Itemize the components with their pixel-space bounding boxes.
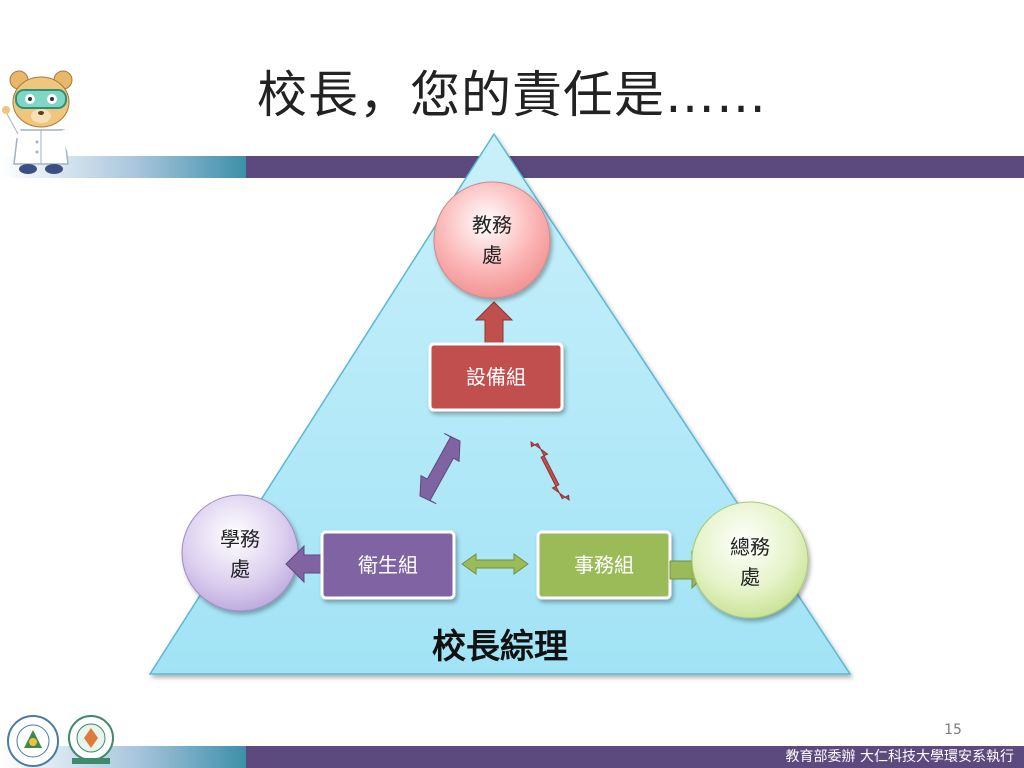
footer-bar (246, 746, 1024, 768)
academic-office: 教務 處 (433, 181, 551, 299)
principal-label: 校長綜理 (432, 627, 568, 667)
general-affairs-label-1: 總務 (730, 535, 770, 559)
health-team-box: 衛生組 (320, 530, 456, 600)
title-bar (246, 156, 1024, 178)
equipment-team-label: 設備組 (466, 365, 526, 389)
university-seal (68, 715, 114, 764)
double-arrow-equipment-health (419, 433, 461, 505)
ministry-of-education-seal (7, 715, 59, 767)
student-affairs-label-1: 學務 (220, 527, 260, 551)
student-affairs-label-2: 處 (230, 557, 250, 581)
footer-credit: 教育部委辦 大仁科技大學環安系執行 (785, 749, 1014, 765)
affairs-team-label: 事務組 (574, 553, 634, 577)
academic-office-label-1: 教務 (472, 213, 512, 237)
academic-office-label-2: 處 (482, 243, 502, 267)
double-arrow-health-affairs (461, 553, 529, 575)
slide-title: 校長，您的責任是…… (257, 66, 767, 124)
double-arrow-equipment-affairs (530, 440, 570, 502)
student-affairs-office: 學務 處 (181, 494, 299, 612)
health-team-label: 衛生組 (358, 553, 418, 577)
footer-bar-gradient (0, 746, 246, 768)
page-number: 15 (944, 722, 962, 738)
bear-scientist-icon (2, 70, 76, 174)
general-affairs-label-2: 處 (740, 565, 760, 589)
affairs-team-box: 事務組 (536, 530, 672, 600)
general-affairs-office: 總務 處 (691, 501, 809, 619)
equipment-team-box: 設備組 (428, 342, 564, 412)
